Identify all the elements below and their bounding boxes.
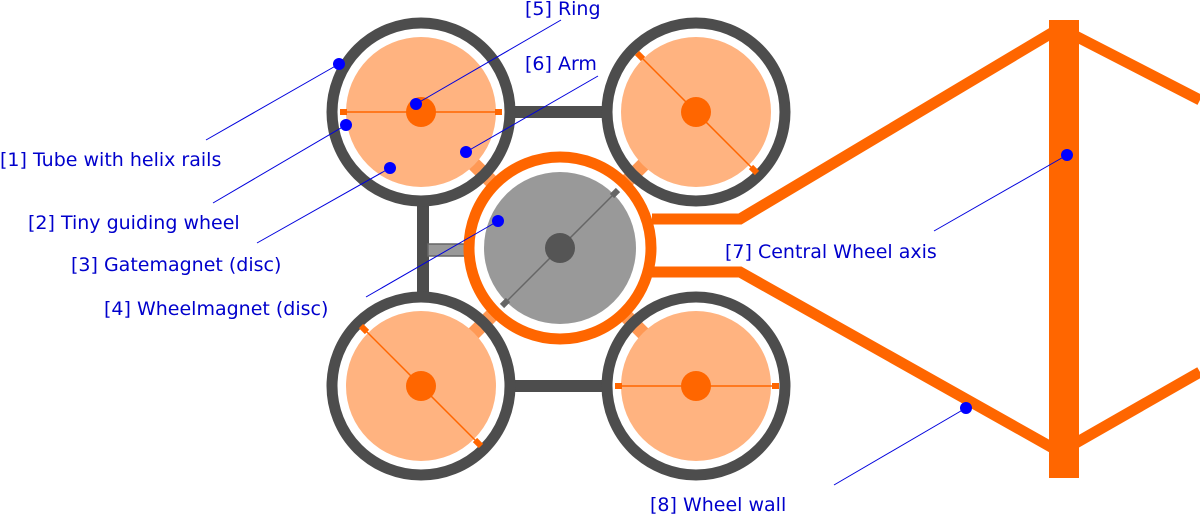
label-dots [333, 58, 1073, 414]
tube-ring [601, 17, 791, 207]
label-tube: [1] Tube with helix rails [0, 149, 221, 171]
label-guiding-wheel: [2] Tiny guiding wheel [28, 212, 240, 234]
guiding-wheel [495, 109, 502, 115]
tube-hub [406, 371, 436, 401]
leader-lines [205, 19, 1068, 486]
guiding-wheel [615, 383, 622, 389]
wheel-wall [652, 21, 1200, 459]
tube-unit-top-left [326, 17, 516, 207]
tube-ring [601, 291, 791, 481]
guiding-wheel [772, 383, 779, 389]
label-gatemagnet: [3] Gatemagnet (disc) [71, 254, 281, 276]
label-arm: [6] Arm [525, 53, 597, 75]
label-wall: [8] Wheel wall [650, 494, 786, 515]
label-wheelmagnet: [4] Wheelmagnet (disc) [104, 298, 328, 320]
tube-ring [326, 291, 516, 481]
tube-hub [681, 371, 711, 401]
central-wheel-axis [1049, 20, 1079, 478]
tube-hub [681, 97, 711, 127]
guiding-wheel [340, 109, 347, 115]
tube-unit-bottom-right [601, 291, 791, 481]
label-axis: [7] Central Wheel axis [725, 241, 937, 263]
tube-ring [326, 17, 516, 207]
label-ring: [5] Ring [525, 0, 601, 20]
tube-connectors [417, 106, 610, 392]
tube-unit-bottom-left [326, 291, 516, 481]
wheelmagnet-hub [545, 233, 575, 263]
tube-unit-top-right [601, 17, 791, 207]
